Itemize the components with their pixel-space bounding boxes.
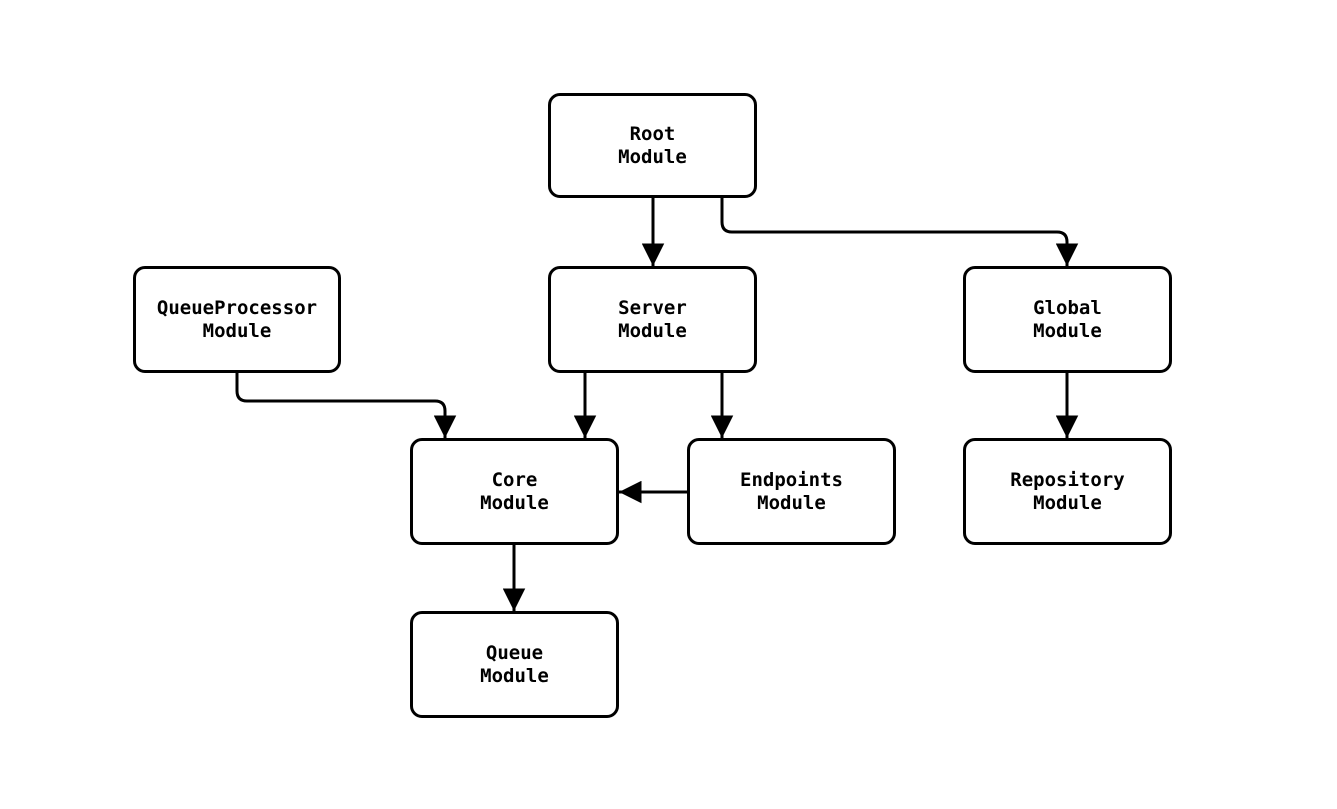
node-label: QueueProcessor Module bbox=[156, 296, 318, 342]
node-repository-module: Repository Module bbox=[963, 438, 1172, 545]
node-queue-module: Queue Module bbox=[410, 611, 619, 718]
node-server-module: Server Module bbox=[548, 266, 757, 373]
node-endpoints-module: Endpoints Module bbox=[687, 438, 896, 545]
node-label: Global Module bbox=[1033, 296, 1102, 342]
node-label: Server Module bbox=[618, 296, 687, 342]
node-label: Endpoints Module bbox=[740, 468, 843, 514]
node-label: Root Module bbox=[618, 122, 687, 168]
node-label: Queue Module bbox=[480, 641, 549, 687]
node-label: Repository Module bbox=[1010, 468, 1125, 514]
edge-root-module-to-global-module bbox=[720, 198, 1079, 266]
node-core-module: Core Module bbox=[410, 438, 619, 545]
node-queueprocessor-module: QueueProcessor Module bbox=[133, 266, 341, 373]
node-global-module: Global Module bbox=[963, 266, 1172, 373]
node-label: Core Module bbox=[480, 468, 549, 514]
edge-queueprocessor-module-to-core-module bbox=[235, 373, 457, 438]
node-root-module: Root Module bbox=[548, 93, 757, 198]
